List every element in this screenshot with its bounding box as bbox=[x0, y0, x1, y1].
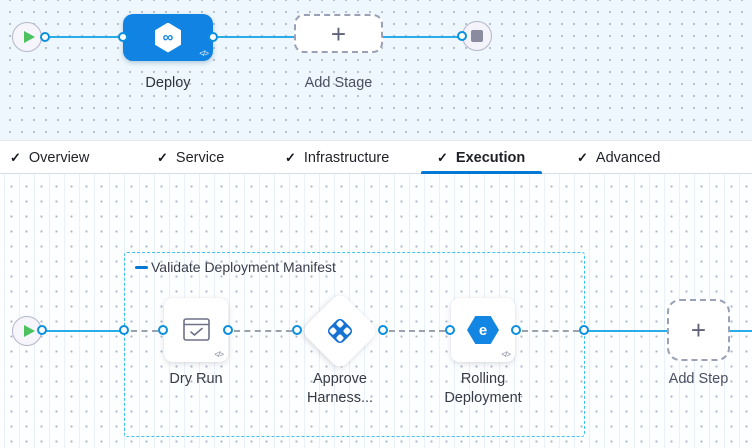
stop-icon bbox=[471, 30, 483, 42]
exec-flow-line bbox=[27, 330, 124, 332]
plus-icon: + bbox=[330, 18, 347, 49]
check-icon: ✓ bbox=[10, 149, 21, 165]
plus-icon: + bbox=[690, 315, 707, 345]
step-node-approve-harness[interactable] bbox=[300, 291, 380, 371]
step-node-dry-run[interactable]: </> bbox=[164, 298, 228, 362]
port-rolling-in[interactable] bbox=[445, 325, 455, 335]
port-deploy-in[interactable] bbox=[118, 32, 128, 42]
step-group-title: Validate Deployment Manifest bbox=[151, 259, 336, 275]
port-approve-in[interactable] bbox=[292, 325, 302, 335]
step-link bbox=[131, 330, 158, 332]
code-icon[interactable]: </> bbox=[501, 350, 511, 359]
pipeline-start-node[interactable] bbox=[12, 22, 42, 52]
tab-overview[interactable]: ✓ Overview bbox=[10, 141, 89, 174]
port-dry-run-in[interactable] bbox=[158, 325, 168, 335]
check-icon: ✓ bbox=[157, 149, 168, 165]
port-group-out[interactable] bbox=[579, 325, 589, 335]
tab-service[interactable]: ✓ Service bbox=[157, 141, 224, 174]
play-icon bbox=[23, 31, 35, 43]
tab-infrastructure[interactable]: ✓ Infrastructure bbox=[285, 141, 389, 174]
check-icon: ✓ bbox=[577, 149, 588, 165]
harness-approval-icon bbox=[322, 313, 358, 349]
step-label-line: Dry Run bbox=[169, 371, 223, 387]
add-step-button[interactable]: + bbox=[667, 299, 730, 361]
dry-run-checkbox-icon bbox=[182, 318, 210, 341]
port-end-in[interactable] bbox=[457, 31, 467, 41]
add-step-label: Add Step bbox=[668, 371, 729, 387]
execution-start-node[interactable] bbox=[12, 316, 42, 346]
add-stage-button[interactable]: + bbox=[294, 14, 383, 53]
stage-flow-line bbox=[27, 36, 477, 38]
cd-hexagon-icon: ∞ bbox=[155, 22, 181, 53]
step-label-line: Harness... bbox=[306, 390, 374, 406]
play-icon bbox=[23, 325, 35, 337]
infinity-glyph: ∞ bbox=[162, 29, 174, 46]
check-icon: ✓ bbox=[285, 149, 296, 165]
tab-label: Infrastructure bbox=[303, 149, 390, 166]
tab-label: Overview bbox=[28, 149, 90, 166]
active-tab-underline bbox=[421, 171, 542, 174]
stage-config-tabbar: ✓ Overview ✓ Service ✓ Infrastructure ✓ … bbox=[0, 140, 752, 174]
tab-execution[interactable]: ✓ Execution bbox=[437, 141, 525, 174]
rolling-glyph: e bbox=[478, 321, 488, 339]
step-node-rolling-deployment[interactable]: e </> bbox=[451, 298, 515, 362]
step-link bbox=[389, 330, 445, 332]
code-icon[interactable]: </> bbox=[199, 49, 209, 58]
rolling-deployment-icon: e bbox=[467, 316, 499, 344]
port-rolling-out[interactable] bbox=[511, 325, 521, 335]
step-link bbox=[522, 330, 579, 332]
port-deploy-out[interactable] bbox=[208, 32, 218, 42]
step-label-approve: Approve Harness... bbox=[290, 370, 390, 408]
step-group-validate-deployment-manifest[interactable]: Validate Deployment Manifest bbox=[124, 252, 585, 437]
step-label-line: Rolling bbox=[460, 371, 506, 387]
stage-canvas[interactable]: ∞ </> + Deploy Add Stage bbox=[0, 0, 752, 140]
port-approve-out[interactable] bbox=[378, 325, 388, 335]
step-link bbox=[234, 330, 292, 332]
pipeline-end-node[interactable] bbox=[462, 21, 492, 51]
step-label-rolling-deployment: Rolling Deployment bbox=[433, 370, 533, 408]
port-start-out[interactable] bbox=[40, 32, 50, 42]
stage-node-deploy[interactable]: ∞ </> bbox=[123, 14, 213, 61]
port-dry-run-out[interactable] bbox=[223, 325, 233, 335]
port-group-in[interactable] bbox=[119, 325, 129, 335]
tab-label: Execution bbox=[455, 149, 526, 166]
stage-label-deploy: Deploy bbox=[145, 75, 191, 91]
check-icon: ✓ bbox=[437, 149, 448, 165]
step-label-line: Approve bbox=[312, 371, 367, 387]
collapse-group-icon[interactable] bbox=[135, 265, 148, 269]
execution-canvas[interactable]: Validate Deployment Manifest </> bbox=[0, 174, 752, 448]
step-label-line: Deployment bbox=[444, 390, 522, 406]
step-group-header[interactable]: Validate Deployment Manifest bbox=[135, 259, 336, 275]
code-icon[interactable]: </> bbox=[214, 350, 224, 359]
tab-label: Advanced bbox=[595, 149, 661, 166]
tab-advanced[interactable]: ✓ Advanced bbox=[577, 141, 660, 174]
port-exec-start-out[interactable] bbox=[37, 325, 47, 335]
add-stage-label: Add Stage bbox=[304, 75, 373, 91]
step-label-dry-run: Dry Run bbox=[146, 370, 246, 389]
tab-label: Service bbox=[175, 149, 225, 166]
